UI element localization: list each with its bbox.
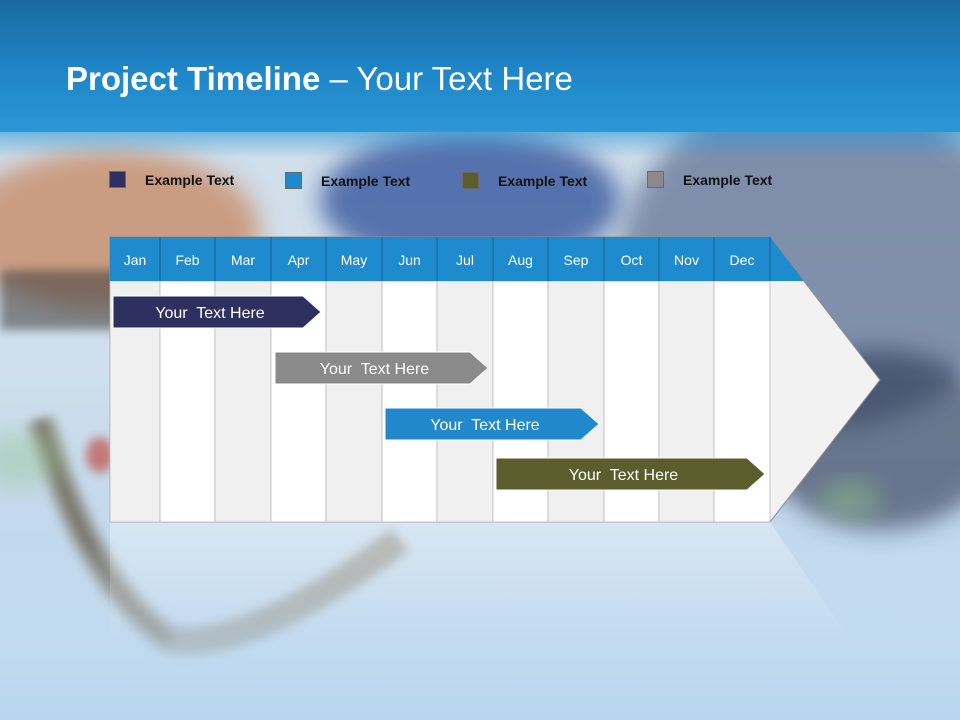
task-bar-shape <box>112 295 322 329</box>
title-bold: Project Timeline <box>66 60 321 97</box>
legend-swatch-3 <box>462 172 479 189</box>
month-label: Feb <box>175 252 199 268</box>
legend-item-3: Example Text <box>462 172 587 189</box>
month-label: Mar <box>231 252 255 268</box>
task-bar-label: Your Text Here <box>569 467 679 484</box>
page-title: Project Timeline – Your Text Here <box>66 60 573 98</box>
legend-label-3: Example Text <box>498 172 588 189</box>
legend-item-2: Example Text <box>285 172 410 189</box>
task-bar-shape <box>274 351 489 385</box>
legend-swatch-1 <box>109 171 126 188</box>
month-header: Jan Feb Mar Apr May Jun Jul Aug Sep Oct Nov Dec <box>110 237 804 281</box>
month-label: Jan <box>124 252 147 268</box>
task-bar-label: Your Text Here <box>430 417 540 434</box>
task-bar: Your Text Here <box>495 457 766 491</box>
legend-label-1: Example Text <box>145 171 235 188</box>
task-bar-shape <box>384 407 600 441</box>
month-column <box>325 280 383 523</box>
legend-swatch-2 <box>285 172 302 189</box>
task-bar-label: Your Text Here <box>155 305 265 322</box>
month-header-strip <box>110 237 804 281</box>
task-bar-label: Your Text Here <box>320 361 430 378</box>
task-bar: Your Text Here <box>384 407 600 441</box>
month-label: Dec <box>730 252 755 268</box>
month-column <box>381 280 438 523</box>
title-rest: – Your Text Here <box>320 60 573 97</box>
task-bar: Your Text Here <box>274 351 489 385</box>
legend-label-4: Example Text <box>683 171 773 188</box>
header-fade <box>0 118 960 158</box>
month-label: Sep <box>564 252 589 268</box>
month-label: May <box>341 252 367 268</box>
timeline-reflection <box>110 522 850 640</box>
header-band <box>0 0 960 132</box>
month-column <box>436 280 494 523</box>
legend-label-2: Example Text <box>321 172 411 189</box>
task-bar-shape <box>495 457 766 491</box>
timeline-reflection-shape <box>110 522 850 640</box>
month-label: Oct <box>621 252 643 268</box>
month-label: Aug <box>508 252 533 268</box>
month-label: Jul <box>456 252 474 268</box>
legend-item-1: Example Text <box>109 171 234 188</box>
month-label: Jun <box>398 252 421 268</box>
legend-item-4: Example Text <box>647 171 772 188</box>
month-label: Apr <box>288 252 310 268</box>
task-bar: Your Text Here <box>112 295 322 329</box>
month-label: Nov <box>674 252 699 268</box>
legend-swatch-4 <box>647 171 664 188</box>
